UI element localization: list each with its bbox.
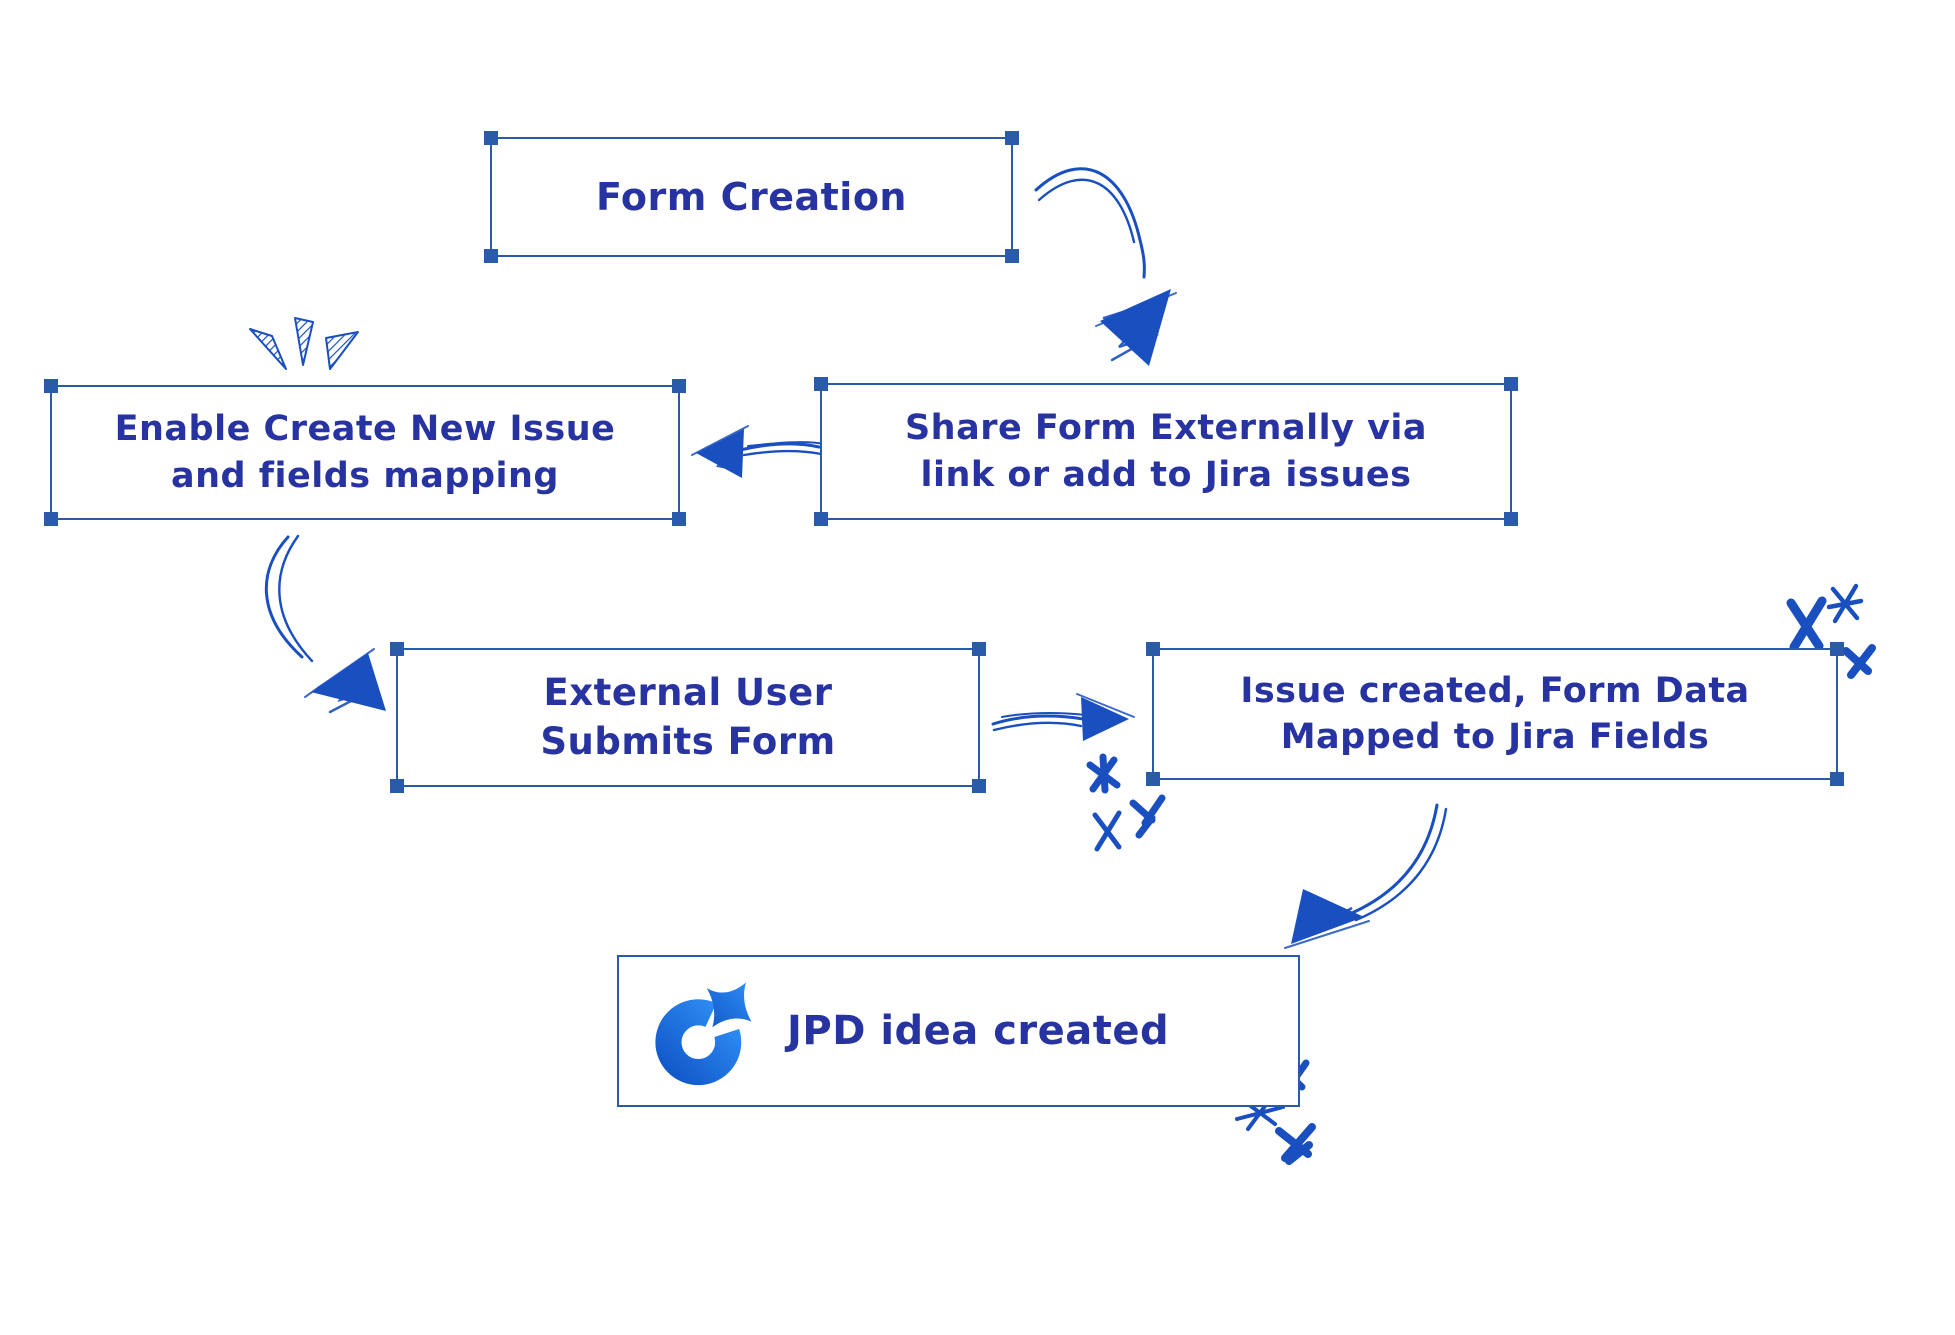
node-enable-create-issue[interactable]: Enable Create New Issue and fields mappi…	[44, 379, 686, 526]
arrow-share-to-enable[interactable]	[691, 425, 826, 478]
resize-handle[interactable]	[814, 512, 828, 526]
arrow-issue-to-jpd[interactable]	[1284, 803, 1448, 949]
resize-handle[interactable]	[1504, 512, 1518, 526]
resize-handle[interactable]	[672, 379, 686, 393]
resize-handle[interactable]	[1830, 642, 1844, 656]
node-external-user-submits[interactable]: External User Submits Form	[390, 642, 986, 793]
node-share-form[interactable]: Share Form Externally via link or add to…	[814, 377, 1518, 526]
resize-handle[interactable]	[1830, 772, 1844, 786]
resize-handle[interactable]	[1146, 642, 1160, 656]
resize-handle[interactable]	[814, 377, 828, 391]
arrow-enable-to-external[interactable]	[264, 534, 386, 714]
resize-handle[interactable]	[1005, 131, 1019, 145]
resize-handle[interactable]	[484, 249, 498, 263]
resize-handle[interactable]	[1504, 377, 1518, 391]
resize-handle[interactable]	[672, 512, 686, 526]
arrow-external-to-issue[interactable]	[991, 693, 1135, 741]
asterisk-cluster-top-right[interactable]	[1786, 583, 1876, 679]
node-jpd-idea-created[interactable]: JPD idea created	[617, 955, 1300, 1107]
resize-handle[interactable]	[484, 131, 498, 145]
arrowhead-scribble	[1076, 693, 1135, 741]
resize-handle[interactable]	[972, 779, 986, 793]
asterisk-cluster-middle[interactable]	[1086, 753, 1166, 852]
arrowhead-scribble	[304, 648, 386, 714]
node-label: Share Form Externally via link or add to…	[904, 408, 1428, 495]
node-label: Enable Create New Issue and fields mappi…	[114, 409, 616, 496]
node-issue-created[interactable]: Issue created, Form Data Mapped to Jira …	[1146, 642, 1844, 786]
resize-handle[interactable]	[1005, 249, 1019, 263]
node-label: Form Creation	[596, 174, 907, 219]
resize-handle[interactable]	[972, 642, 986, 656]
node-label: JPD idea created	[787, 1007, 1170, 1054]
node-label: External User Submits Form	[540, 670, 836, 763]
resize-handle[interactable]	[390, 642, 404, 656]
resize-handle[interactable]	[1146, 772, 1160, 786]
resize-handle[interactable]	[44, 512, 58, 526]
arrow-form-to-share[interactable]	[1034, 167, 1177, 366]
arrowhead-scribble	[1095, 289, 1177, 366]
node-label: Issue created, Form Data Mapped to Jira …	[1240, 670, 1750, 757]
resize-handle[interactable]	[44, 379, 58, 393]
arrowhead-scribble	[691, 425, 749, 478]
sparkle-triangles[interactable]	[249, 317, 359, 370]
jira-product-discovery-logo-icon	[655, 973, 759, 1086]
node-form-creation[interactable]: Form Creation	[484, 131, 1019, 263]
resize-handle[interactable]	[390, 779, 404, 793]
arrowhead-scribble	[1284, 889, 1370, 949]
